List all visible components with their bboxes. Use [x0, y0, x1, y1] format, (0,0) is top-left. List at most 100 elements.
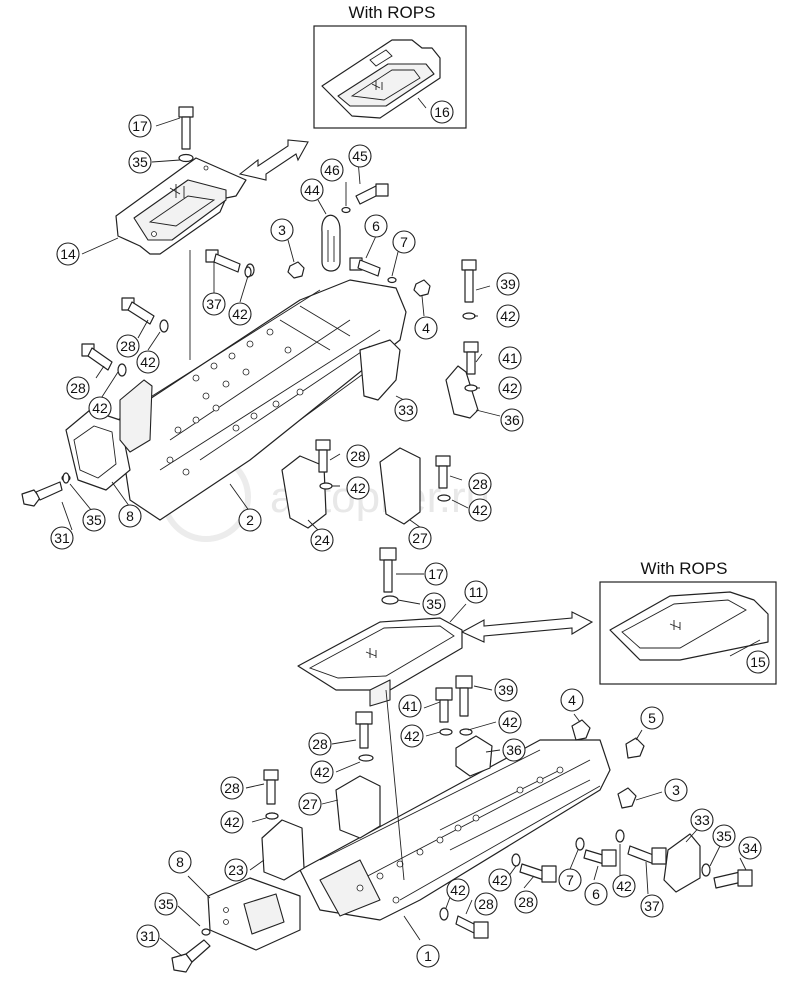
variant-box-bottom: With ROPS: [599, 559, 777, 685]
svg-text:28: 28: [120, 338, 136, 354]
callout-41: 41: [398, 694, 422, 718]
callout-41: 41: [498, 346, 522, 370]
frame-holes: [166, 328, 304, 476]
callout-36: 36: [500, 408, 524, 432]
svg-text:45: 45: [352, 148, 368, 164]
svg-text:42: 42: [492, 872, 508, 888]
svg-text:3: 3: [672, 782, 680, 798]
callout-17: 17: [128, 114, 152, 138]
svg-text:42: 42: [450, 882, 466, 898]
svg-text:17: 17: [132, 118, 148, 134]
callout-28: 28: [468, 472, 492, 496]
svg-text:39: 39: [498, 682, 514, 698]
svg-text:35: 35: [158, 896, 174, 912]
svg-text:42: 42: [314, 764, 330, 780]
upper-assembly: [21, 97, 501, 531]
frame-lower-holes: [356, 766, 564, 904]
callout-42: 42: [400, 724, 424, 748]
variant-box-top: With ROPS: [313, 3, 467, 129]
callout-35: 35: [82, 508, 106, 532]
callout-35: 35: [422, 592, 446, 616]
svg-text:42: 42: [404, 728, 420, 744]
callout-1: 1: [416, 944, 440, 968]
callout-31: 31: [136, 924, 160, 948]
svg-text:36: 36: [504, 412, 520, 428]
callout-17: 17: [424, 562, 448, 586]
callout-42: 42: [228, 302, 252, 326]
svg-text:1: 1: [424, 948, 432, 964]
callout-35: 35: [154, 892, 178, 916]
callout-8: 8: [168, 850, 192, 874]
callout-16: 16: [430, 100, 454, 124]
variant-arrow-bottom: [460, 611, 594, 643]
svg-text:16: 16: [434, 104, 450, 120]
svg-text:28: 28: [224, 780, 240, 796]
callout-45: 45: [348, 144, 372, 168]
svg-text:44: 44: [304, 182, 320, 198]
callout-23: 23: [224, 858, 248, 882]
svg-text:14: 14: [60, 246, 76, 262]
callout-28: 28: [66, 376, 90, 400]
svg-text:2: 2: [246, 512, 254, 528]
callout-8: 8: [118, 504, 142, 528]
svg-text:37: 37: [206, 296, 222, 312]
svg-text:5: 5: [648, 710, 656, 726]
callout-24: 24: [310, 528, 334, 552]
callout-42: 42: [136, 350, 160, 374]
callout-31: 31: [50, 526, 74, 550]
svg-text:28: 28: [478, 896, 494, 912]
callout-15: 15: [746, 650, 770, 674]
callout-42: 42: [88, 396, 112, 420]
callout-27: 27: [408, 526, 432, 550]
callout-33: 33: [394, 398, 418, 422]
callout-35: 35: [712, 824, 736, 848]
svg-text:42: 42: [472, 502, 488, 518]
callout-39: 39: [496, 272, 520, 296]
callout-42: 42: [498, 376, 522, 400]
svg-text:8: 8: [176, 854, 184, 870]
callout-42: 42: [612, 874, 636, 898]
callout-7: 7: [392, 230, 416, 254]
callouts-lower: 17 35 11 15 39 41 42 42 36 4 5 28 42 3 2…: [136, 562, 770, 968]
callout-28: 28: [514, 890, 538, 914]
svg-text:28: 28: [70, 380, 86, 396]
svg-text:4: 4: [422, 320, 430, 336]
svg-text:6: 6: [592, 886, 600, 902]
svg-text:15: 15: [750, 654, 766, 670]
callout-28: 28: [308, 732, 332, 756]
svg-text:42: 42: [350, 480, 366, 496]
callout-28: 28: [346, 444, 370, 468]
variant-arrow-top: [238, 139, 309, 181]
svg-text:23: 23: [228, 862, 244, 878]
svg-text:4: 4: [568, 692, 576, 708]
svg-text:31: 31: [140, 928, 156, 944]
callout-28: 28: [220, 776, 244, 800]
svg-text:42: 42: [232, 306, 248, 322]
callout-35: 35: [128, 150, 152, 174]
callout-11: 11: [464, 580, 488, 604]
callout-39: 39: [494, 678, 518, 702]
svg-text:37: 37: [644, 898, 660, 914]
svg-text:35: 35: [426, 596, 442, 612]
svg-text:8: 8: [126, 508, 134, 524]
svg-text:42: 42: [500, 308, 516, 324]
variant-label-top: With ROPS: [349, 3, 436, 22]
svg-text:28: 28: [312, 736, 328, 752]
callout-37: 37: [640, 894, 664, 918]
callout-44: 44: [300, 178, 324, 202]
callout-28: 28: [474, 892, 498, 916]
callout-6: 6: [584, 882, 608, 906]
callout-4: 4: [560, 688, 584, 712]
callout-4: 4: [414, 316, 438, 340]
svg-text:3: 3: [278, 222, 286, 238]
svg-text:31: 31: [54, 530, 70, 546]
svg-text:7: 7: [566, 872, 574, 888]
callouts-upper: 17 35 14 46 45 44 3 6 7 4 37 42 28 42 28…: [50, 100, 524, 552]
svg-text:7: 7: [400, 234, 408, 250]
svg-text:11: 11: [469, 584, 484, 600]
svg-text:33: 33: [694, 812, 710, 828]
callout-3: 3: [664, 778, 688, 802]
callout-42: 42: [468, 498, 492, 522]
svg-text:39: 39: [500, 276, 516, 292]
